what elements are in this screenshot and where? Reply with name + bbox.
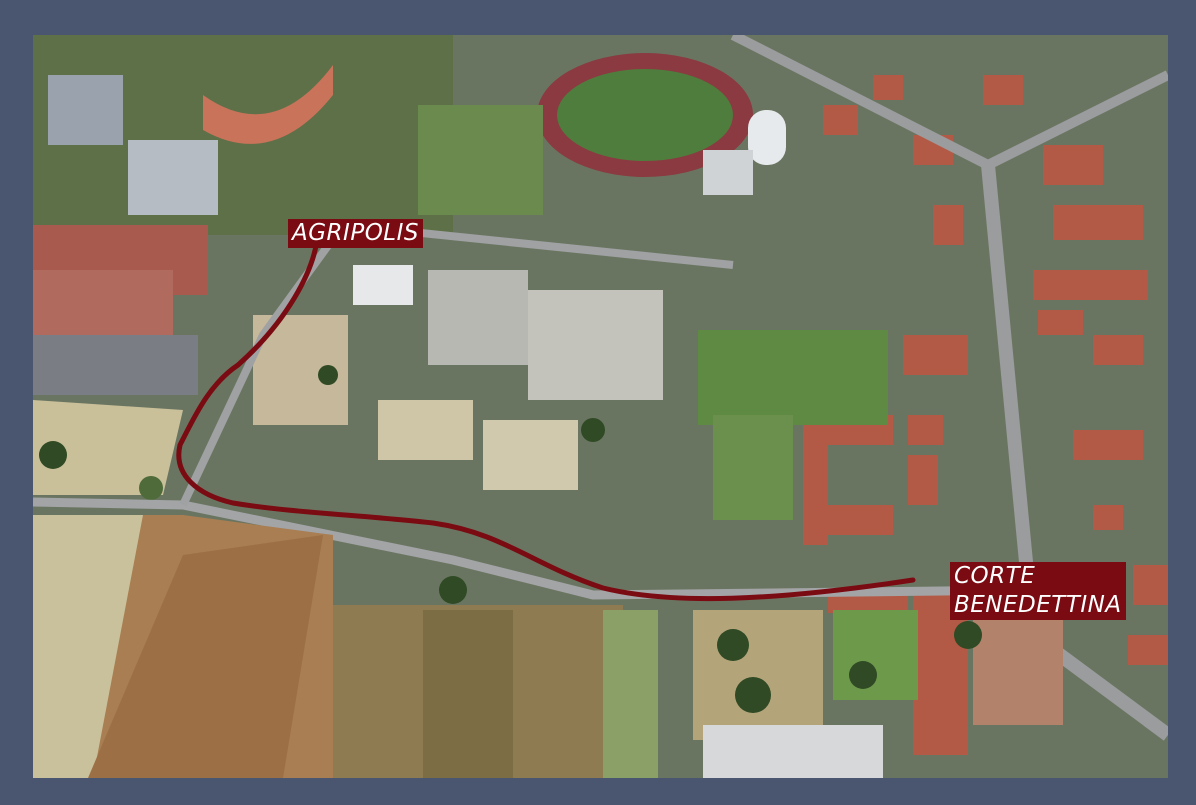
campus-building: [128, 140, 218, 215]
green-field: [603, 610, 658, 778]
grass-field: [713, 415, 793, 520]
residential-roofs: [803, 75, 1168, 755]
farm-field: [33, 515, 143, 778]
farm-field: [693, 610, 823, 740]
plowed-field: [88, 535, 323, 778]
farm-field: [33, 400, 183, 495]
white-building: [353, 265, 413, 305]
aerial-photo-illustration: [33, 35, 1168, 778]
curved-building: [203, 65, 333, 144]
sand-field: [483, 420, 578, 490]
white-building: [703, 150, 753, 195]
sports-field: [698, 330, 888, 425]
agripolis-label-text: AGRIPOLIS: [292, 220, 419, 246]
campus-building: [48, 75, 123, 145]
corte-benedettina-label: CORTE BENEDETTINA: [950, 562, 1126, 620]
agripolis-label: AGRIPOLIS: [288, 219, 423, 248]
road: [730, 35, 1168, 171]
route-line: [176, 224, 916, 602]
east-west-road: [33, 497, 1034, 600]
roundabout: [139, 476, 163, 500]
parking-lot: [33, 335, 198, 395]
corte-label-line2: BENEDETTINA: [954, 592, 1122, 618]
campus-building-red: [33, 270, 173, 340]
corte-label-line1: CORTE: [954, 563, 1036, 589]
football-field: [557, 69, 733, 161]
parking-lot: [703, 725, 883, 778]
farm-field: [423, 610, 513, 778]
grass-field: [418, 105, 543, 215]
cemetery: [528, 290, 663, 400]
cemetery: [428, 270, 528, 365]
aerial-map: AGRIPOLIS CORTE BENEDETTINA: [33, 35, 1168, 778]
green-field: [833, 610, 918, 700]
sand-field: [378, 400, 473, 460]
dome-building: [748, 110, 786, 165]
clay-courts: [973, 605, 1063, 725]
tree-rows: [39, 365, 982, 713]
